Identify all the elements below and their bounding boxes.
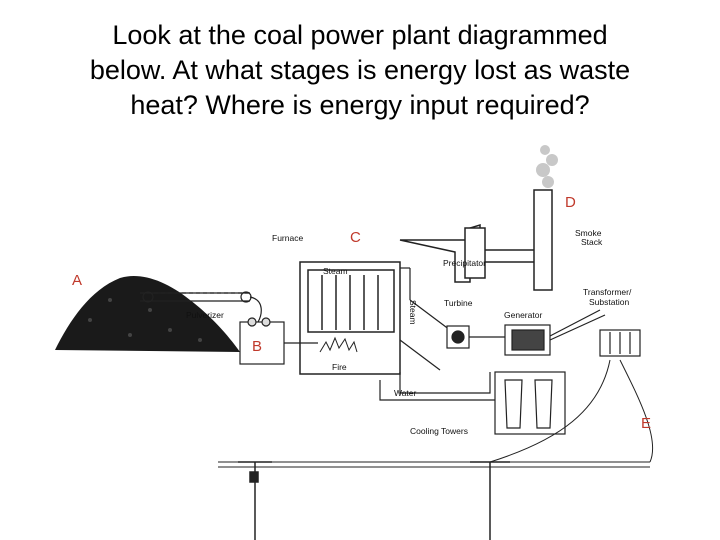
water-loop xyxy=(379,372,495,401)
conveyor xyxy=(140,291,262,323)
question-line-2: below. At what stages is energy lost as … xyxy=(89,55,631,85)
smoke-stack xyxy=(485,189,553,291)
label-steam-side: Steam xyxy=(408,300,418,325)
label-transformer-2: Substation xyxy=(589,297,629,307)
fire xyxy=(319,336,358,353)
label-smoke-stack-1: Smoke xyxy=(575,228,602,238)
generator xyxy=(469,324,551,356)
steam-pipes xyxy=(399,267,451,371)
label-furnace: Furnace xyxy=(272,233,303,243)
label-smoke-stack-2: Stack xyxy=(581,237,603,247)
furnace xyxy=(299,261,401,375)
stage-marker-d: D xyxy=(565,194,576,211)
label-turbine: Turbine xyxy=(444,298,473,308)
label-precipitator: Precipitator xyxy=(443,258,486,268)
precipitator xyxy=(399,223,486,283)
cooling-towers xyxy=(494,371,566,435)
power-lines xyxy=(218,359,654,468)
pulverizer xyxy=(239,317,285,365)
label-generator: Generator xyxy=(504,310,542,320)
stage-marker-a: A xyxy=(72,272,82,289)
question-text: Look at the coal power plant diagrammed … xyxy=(20,18,700,123)
label-fire: Fire xyxy=(332,362,347,372)
label-cooling-towers: Cooling Towers xyxy=(410,426,468,436)
smoke-plume xyxy=(536,145,558,188)
label-pulverizer: Pulverizer xyxy=(186,310,224,320)
label-transformer-1: Transformer/ xyxy=(583,287,632,297)
transformer xyxy=(549,309,641,357)
turbine xyxy=(446,325,470,349)
utility-pole-left xyxy=(238,461,272,540)
stage-marker-b: B xyxy=(252,338,262,355)
question-line-1: Look at the coal power plant diagrammed xyxy=(112,20,608,50)
coal-pile-texture xyxy=(88,298,202,342)
stage-marker-e: E xyxy=(641,415,651,432)
question-line-3: heat? Where is energy input required? xyxy=(130,90,590,120)
stage-marker-c: C xyxy=(350,229,361,246)
label-water: Water xyxy=(394,388,417,398)
utility-pole-right xyxy=(470,461,510,540)
coal-pile xyxy=(55,276,240,352)
label-steam-top: Steam xyxy=(323,266,348,276)
